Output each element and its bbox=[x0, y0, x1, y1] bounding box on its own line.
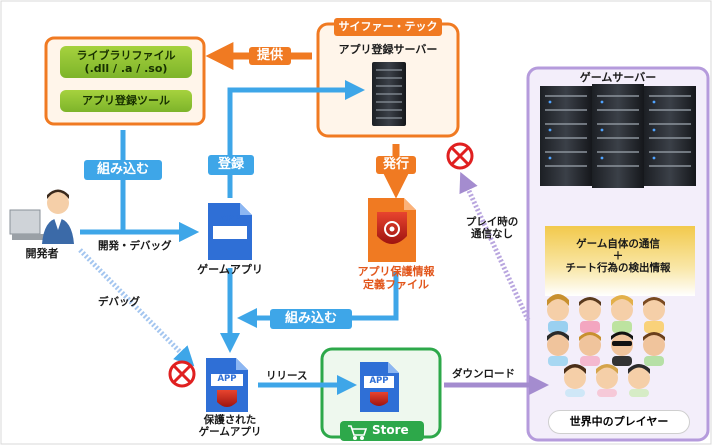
store-app-icon-text: APP bbox=[369, 376, 389, 386]
cipher-tech-badge: サイファー・テック bbox=[334, 18, 442, 36]
arrow-debug bbox=[78, 248, 195, 367]
prohibited-icon-debug bbox=[168, 360, 196, 388]
registration-server-icon bbox=[372, 62, 406, 126]
protection-file-icon bbox=[368, 198, 416, 262]
embed-bottom-label: 組み込む bbox=[270, 309, 352, 329]
prohibited-icon-server bbox=[446, 142, 474, 170]
register-label: 登録 bbox=[208, 155, 254, 175]
game-server-racks-icon bbox=[540, 84, 696, 188]
release-label: リリース bbox=[266, 370, 308, 382]
game-comm-label: ゲーム自体の通信 ＋ チート行為の検出情報 bbox=[565, 238, 671, 275]
cart-icon bbox=[348, 425, 368, 440]
registration-tool-item: アプリ登録ツール bbox=[60, 90, 192, 112]
no-comm-label: プレイ時の 通信なし bbox=[465, 216, 519, 241]
players-icon bbox=[547, 294, 665, 397]
store-badge bbox=[340, 421, 424, 441]
registration-server-label: アプリ登録サーバー bbox=[338, 43, 438, 56]
developer-icon bbox=[9, 189, 74, 244]
protected-app-label: 保護された ゲームアプリ bbox=[198, 414, 262, 439]
store-app-icon bbox=[360, 362, 399, 412]
provide-label: 提供 bbox=[249, 47, 291, 65]
download-label: ダウンロード bbox=[452, 368, 515, 380]
game-server-title: ゲームサーバー bbox=[579, 71, 657, 84]
arrow-embed-library bbox=[120, 130, 199, 242]
embed-top-label: 組み込む bbox=[84, 160, 162, 180]
store-label: Store bbox=[372, 423, 409, 437]
arrow-no-comm bbox=[459, 171, 531, 322]
game-app-label: ゲームアプリ bbox=[197, 263, 263, 276]
players-label: 世界中のプレイヤー bbox=[548, 410, 690, 434]
protected-app-icon-text: APP bbox=[217, 374, 237, 384]
game-app-icon-text: APP bbox=[219, 214, 241, 224]
protection-file-label: アプリ保護情報 定義ファイル bbox=[357, 265, 435, 291]
game-app-icon bbox=[208, 203, 252, 260]
dev-debug-label: 開発・デバッグ bbox=[98, 240, 172, 252]
library-file-item: ライブラリファイル (.dll / .a / .so) bbox=[60, 46, 192, 78]
protected-game-app-icon bbox=[206, 358, 248, 412]
comm-highlight bbox=[545, 226, 695, 296]
issue-label: 発行 bbox=[376, 156, 416, 174]
developer-label: 開発者 bbox=[25, 247, 59, 260]
debug-label: デバッグ bbox=[98, 296, 140, 308]
